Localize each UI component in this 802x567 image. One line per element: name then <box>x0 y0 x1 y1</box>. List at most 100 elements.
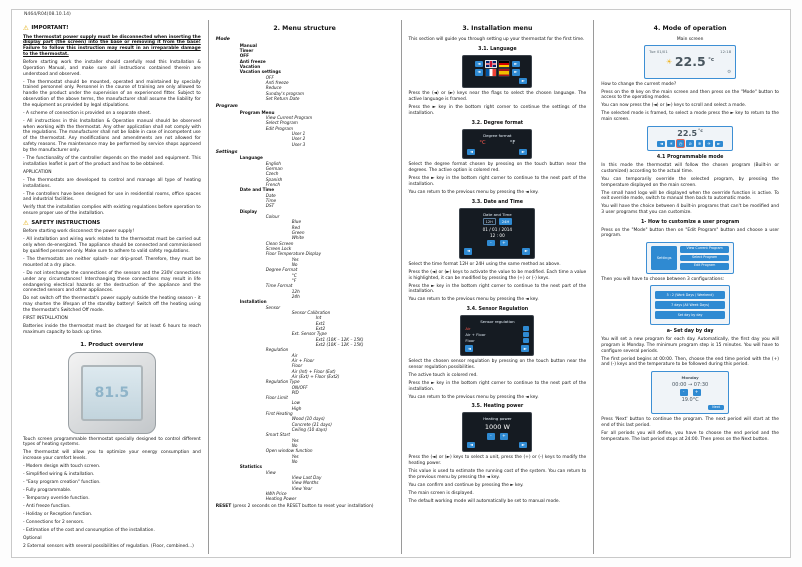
paragraph: The default working mode will automatica… <box>408 498 561 504</box>
menu-item: Concrete (21 days) <box>291 421 332 427</box>
column-heading: 2. Menu structure <box>273 25 336 32</box>
menu-item: Sunday's program <box>265 90 305 96</box>
timer-mode-icon: ◷ <box>676 140 685 148</box>
configuration-button-image: 7 days (All Week Days) <box>655 301 726 310</box>
paragraph: You will have the choice between 4 built… <box>601 204 779 216</box>
nav-row: ◄► <box>467 441 528 449</box>
menu-item: Degree Format <box>265 267 298 273</box>
menu-item: °F <box>291 277 297 283</box>
program-menu-button-image: Select Program <box>680 254 730 262</box>
paragraph: - Holiday or Reception function. <box>23 512 93 518</box>
subsection-heading: 3.3. Date and Time <box>471 199 524 205</box>
screenshot-program-configurations: 5 : 2 (Work Days / Weekend)7 days (All W… <box>650 285 731 326</box>
next-arrow-icon: ► <box>521 345 530 352</box>
paragraph: For all periods you will define, you hav… <box>601 431 779 442</box>
nav-row: ◄► <box>465 345 530 352</box>
menu-item: Ext. Sensor Type <box>291 331 327 337</box>
paragraph: Do not switch off the thermostat's power… <box>23 296 201 313</box>
subsection-heading: 3.5. Heating power <box>471 404 524 410</box>
menu-item: Settings <box>215 149 238 155</box>
menu-item: ON/OFF <box>291 384 308 390</box>
paragraph: - Temporary override function. <box>23 496 90 502</box>
subsection-heading: 3.2. Degree format <box>471 120 524 126</box>
menu-item: Czech <box>265 171 279 177</box>
menu-item: View Last Day <box>291 475 322 481</box>
paragraph: Press the ► key in the bottom right corn… <box>408 380 587 392</box>
menu-item: German <box>265 166 283 172</box>
paragraph: - A scheme of connection is provided on … <box>23 110 152 116</box>
menu-item: Spanish <box>265 176 283 182</box>
subsection-heading: 3.4. Sensor Regulation <box>466 307 529 313</box>
menu-item: Blue <box>291 219 302 225</box>
degree-options: °C°F <box>467 140 527 146</box>
document-reference: N464/R04(08.10.14) <box>24 12 71 17</box>
screen-title: Heating power <box>483 416 512 422</box>
nav-row: ► <box>467 77 528 85</box>
paragraph: - "Easy program creation" function. <box>23 480 101 486</box>
menu-item: Heating Power <box>265 496 297 502</box>
touch-square-icon <box>523 325 530 331</box>
plus-key-icon: + <box>499 433 508 440</box>
paragraph: Press the ► key in the bottom right corn… <box>408 176 587 187</box>
menu-item: Colour <box>265 214 280 219</box>
menu-item: No <box>291 459 298 465</box>
menu-item: View Year <box>291 485 313 491</box>
warning-heading-label: IMPORTANT! <box>31 25 69 32</box>
arrow-right-icon: ► <box>714 140 723 148</box>
menu-item: OFF <box>265 74 274 80</box>
screen-title: Degree format <box>483 132 512 138</box>
paragraph: You can temporarily override the selecte… <box>601 176 779 188</box>
paragraph: - All installation and wiring work relat… <box>23 237 201 255</box>
paragraph: 2 External sensors with several possibil… <box>23 544 194 550</box>
menu-item: No <box>291 261 298 267</box>
reset-label: RESET <box>215 503 232 509</box>
touch-square-icon <box>523 338 530 344</box>
menu-item: Set Return Date <box>265 96 300 102</box>
menu-item: Statistics <box>239 464 262 470</box>
plus-minus-row: -+ <box>656 389 724 396</box>
main-screen-footer: ⚙ <box>649 70 731 75</box>
arrow-left-icon: ◄ <box>474 69 483 76</box>
paragraph: Press on the "Mode" button then on "Edit… <box>601 227 779 239</box>
menu-item: French <box>265 182 281 188</box>
menu-item: Low <box>291 400 301 406</box>
period-time-range: 00:00 → 07:30 <box>672 381 709 388</box>
program-menu-button-image: View Current Program <box>680 246 730 253</box>
menu-item: Open window function <box>265 448 313 454</box>
plus-minus-row: -+ <box>464 239 530 247</box>
paragraph: Before starting work disconnect the powe… <box>23 229 135 235</box>
menu-item: View <box>265 469 276 475</box>
paragraph: - Fully programmable. <box>23 488 72 494</box>
menu-item: Air (Ext) + Floor (Ext2) <box>291 373 340 379</box>
thermostat-product-photo: 81.5 <box>67 351 156 434</box>
menu-item: View Current Program <box>265 115 313 121</box>
heating-power-value: 1000 W <box>484 423 510 432</box>
menu-item: Sensor <box>265 304 281 310</box>
paragraph: Batteries inside the thermostat must be … <box>23 323 201 335</box>
arrow-left-icon: ◄ <box>657 140 666 148</box>
paragraph: Verify that the installation complies wi… <box>23 205 201 217</box>
menu-item: Vacation settings <box>239 69 281 75</box>
minus-key-icon: - <box>486 239 495 247</box>
paragraph: The selected mode is framed, to select a… <box>601 111 779 123</box>
menu-item: Select Program <box>265 120 298 126</box>
paragraph: Then you will have to choose between 3 c… <box>601 276 725 282</box>
paragraph: Press on the ⚙ key on the main screen an… <box>601 89 779 101</box>
subsection-heading: 3.1. Language <box>478 46 517 52</box>
configuration-button-image: 5 : 2 (Work Days / Weekend) <box>655 291 726 300</box>
menu-item: Ext2 (10K – 12K – 15K) <box>315 341 364 347</box>
menu-item: View Months <box>291 480 319 486</box>
menu-item: Int <box>315 315 322 321</box>
back-arrow-icon: ◄ <box>467 441 476 449</box>
paragraph: You can return to the previous menu by p… <box>408 394 539 400</box>
paragraph: - Anti freeze function. <box>23 504 71 510</box>
menu-item: Yes <box>291 256 299 262</box>
warning-heading: ⚠IMPORTANT! <box>23 25 201 32</box>
subsection-heading: a- Set day by day <box>666 329 714 335</box>
menu-item: Ceiling (10 days) <box>291 427 328 433</box>
menu-item: No <box>291 443 298 449</box>
